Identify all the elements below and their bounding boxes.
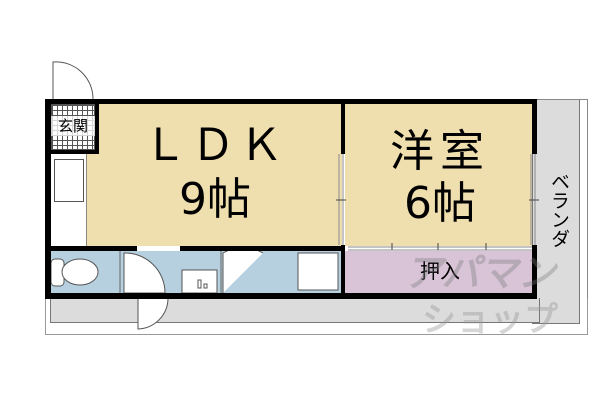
veranda-label: ベランダ [548,172,570,248]
wall-entrance-right [95,104,99,154]
wall-wet-top-right [180,246,343,251]
western-room [345,104,532,246]
wall-right-top [532,99,537,154]
kitchen-sink [54,159,84,202]
bottom-outer-outline [45,298,588,335]
ldk-size: 9帖 [179,174,251,225]
wall-right-bottom [532,245,537,298]
bottom-balcony-area [50,298,540,323]
wall-top [45,99,537,104]
wet-area [51,251,341,293]
wall-entrance-bottom [51,150,99,154]
western-room-label: 洋室 [390,126,490,177]
ldk-room [87,104,342,246]
entrance-label: 玄関 [51,116,95,136]
watermark-line1: アパマン [404,251,556,295]
western-room-size: 6帖 [404,178,476,229]
veranda-area [532,99,580,324]
watermark-line2: ショップ [422,300,558,340]
closet-label: 押入 [420,259,460,283]
ldk-label: ＬＤＫ [143,120,287,171]
closet-area [345,251,532,293]
wall-mid-top [341,99,345,154]
wall-mid-bottom [341,245,345,298]
wall-left [45,99,51,298]
wall-bottom [45,293,537,299]
wall-wet-top-left [45,246,137,251]
